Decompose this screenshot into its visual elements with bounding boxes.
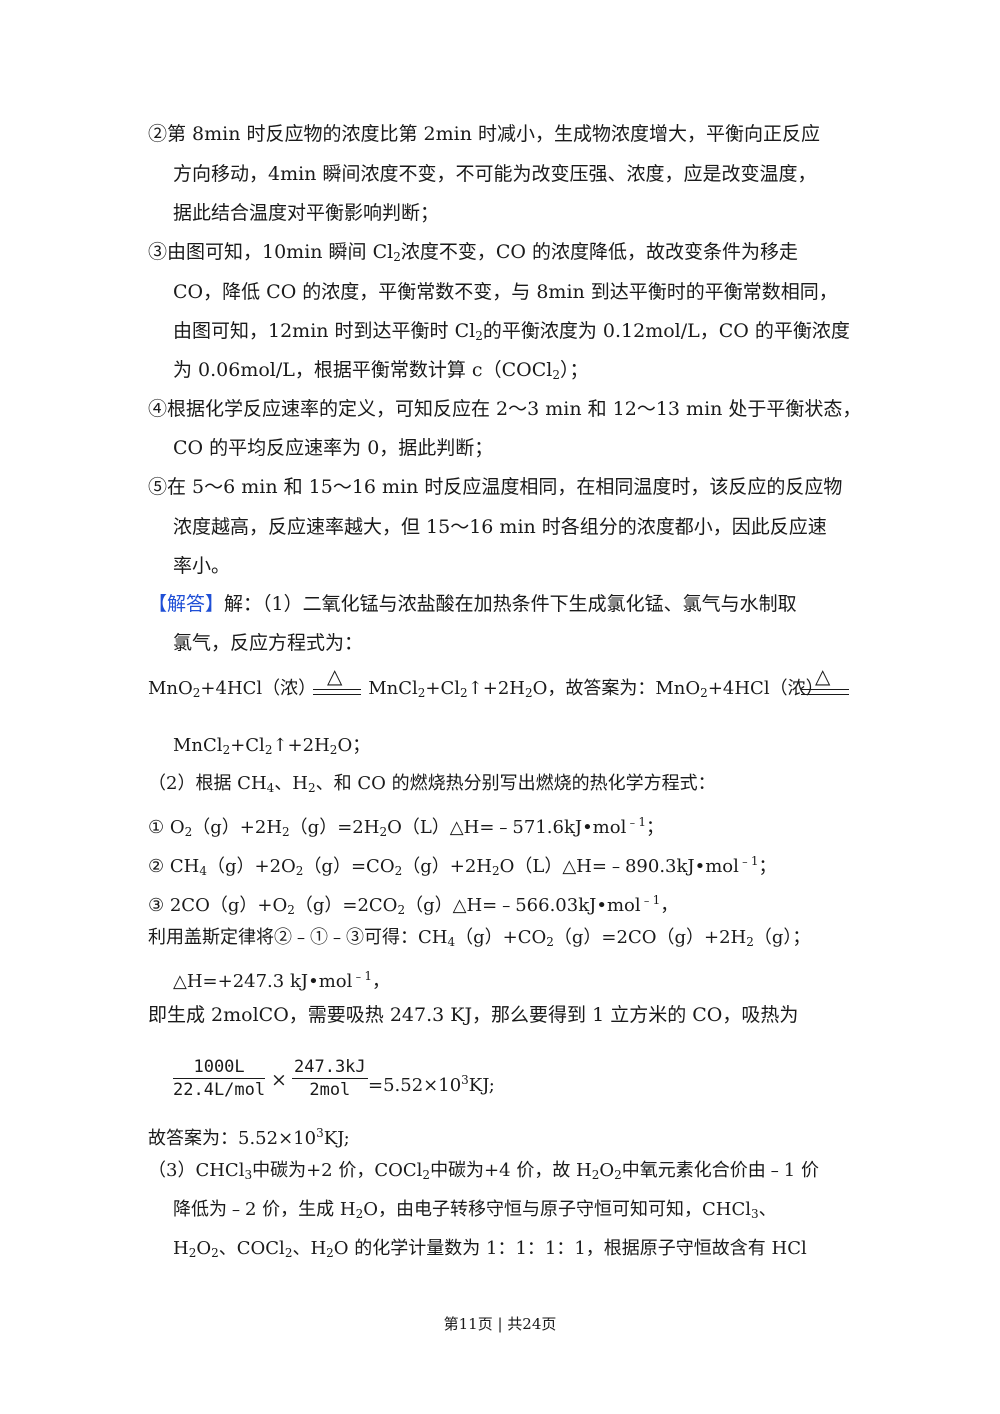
text-line: H2O2、COCl2、H2O 的化学计量数为 1：1：1：1，根据原子守恒故含有… bbox=[173, 1238, 807, 1260]
text-line: 氯气，反应方程式为： bbox=[173, 632, 364, 654]
text-line: CO，降低 CO 的浓度，平衡常数不变，与 8min 到达平衡时的平衡常数相同， bbox=[173, 281, 838, 303]
text-line: 据此结合温度对平衡影响判断； bbox=[173, 202, 440, 224]
text-line: ②第 8min 时反应物的浓度比第 2min 时减小，生成物浓度增大，平衡向正反… bbox=[148, 123, 820, 145]
text-line: ④根据化学反应速率的定义，可知反应在 2～3 min 和 12～13 min 处… bbox=[148, 398, 862, 420]
text-line: 利用盖斯定律将②﹣①﹣③可得：CH4（g）+CO2（g）=2CO（g）+2H2（… bbox=[148, 927, 811, 949]
equation-line: MnO2+4HCl（浓）MnCl2+Cl2↑+2H2O，故答案为：MnO2+4H… bbox=[148, 678, 824, 700]
text-line: 率小。 bbox=[173, 555, 231, 577]
text-line: 故答案为：5.52×103KJ; bbox=[148, 1126, 350, 1149]
text-line: 【解答】解：（1）二氧化锰与浓盐酸在加热条件下生成氯化锰、氯气与水制取 bbox=[148, 593, 797, 615]
text-line: 为 0.06mol/L，根据平衡常数计算 c（COCl2）； bbox=[173, 359, 589, 382]
fraction-numerator: 1000L bbox=[173, 1057, 266, 1079]
fraction-result: =5.52×103KJ; bbox=[368, 1073, 495, 1096]
text-line: ⑤在 5～6 min 和 15～16 min 时反应温度相同，在相同温度时，该反… bbox=[148, 476, 843, 498]
equation-line: MnCl2+Cl2↑+2H2O； bbox=[173, 735, 371, 757]
page-footer: 第11页 | 共24页 bbox=[443, 1315, 557, 1333]
text-line: （2）根据 CH4、H2、和 CO 的燃烧热分别写出燃烧的热化学方程式： bbox=[148, 773, 716, 795]
equation-line: ① O2（g）+2H2（g）=2H2O（L）△H=﹣571.6kJ•mol﹣1； bbox=[148, 815, 664, 839]
equation-line: ② CH4（g）+2O2（g）=CO2（g）+2H2O（L）△H=﹣890.3k… bbox=[148, 854, 777, 878]
fraction-denominator: 22.4L/mol bbox=[173, 1080, 266, 1100]
reaction-equals-sign bbox=[313, 689, 361, 695]
text-line: CO 的平均反应速率为 0，据此判断； bbox=[173, 437, 494, 459]
text-line: 方向移动，4min 瞬间浓度不变，不可能为改变压强、浓度，应是改变温度， bbox=[173, 163, 817, 185]
text-line: 由图可知，12min 时到达平衡时 Cl2的平衡浓度为 0.12mol/L，CO… bbox=[173, 320, 850, 343]
heating-triangle-icon: △ bbox=[327, 664, 343, 688]
equation-line: ③ 2CO（g）+O2（g）=2CO2（g）△H=﹣566.03kJ•mol﹣1… bbox=[148, 893, 679, 917]
text-line: △H=+247.3 kJ•mol﹣1， bbox=[173, 969, 390, 992]
fraction-2: 247.3kJ 2mol bbox=[292, 1057, 368, 1100]
text-line: 浓度越高，反应速率越大，但 15～16 min 时各组分的浓度都小，因此反应速 bbox=[173, 516, 827, 538]
text-line: （3）CHCl3中碳为+2 价，COCl2中碳为+4 价，故 H2O2中氧元素化… bbox=[148, 1160, 819, 1182]
times-sign: × bbox=[271, 1069, 287, 1091]
fraction-1: 1000L 22.4L/mol bbox=[173, 1057, 266, 1100]
text-line: ③由图可知，10min 瞬间 Cl2浓度不变，CO 的浓度降低，故改变条件为移走 bbox=[148, 241, 798, 264]
fraction-numerator: 247.3kJ bbox=[292, 1057, 368, 1079]
fraction-denominator: 2mol bbox=[309, 1080, 351, 1100]
heating-triangle-icon: △ bbox=[815, 664, 831, 688]
reaction-equals-sign bbox=[801, 689, 849, 695]
text-line: 即生成 2molCO，需要吸热 247.3 KJ，那么要得到 1 立方米的 CO… bbox=[148, 1004, 799, 1026]
text-line: 降低为﹣2 价，生成 H2O，由电子转移守恒与原子守恒可知可知，CHCl3、 bbox=[173, 1199, 777, 1221]
answer-label: 【解答】 bbox=[148, 593, 225, 615]
